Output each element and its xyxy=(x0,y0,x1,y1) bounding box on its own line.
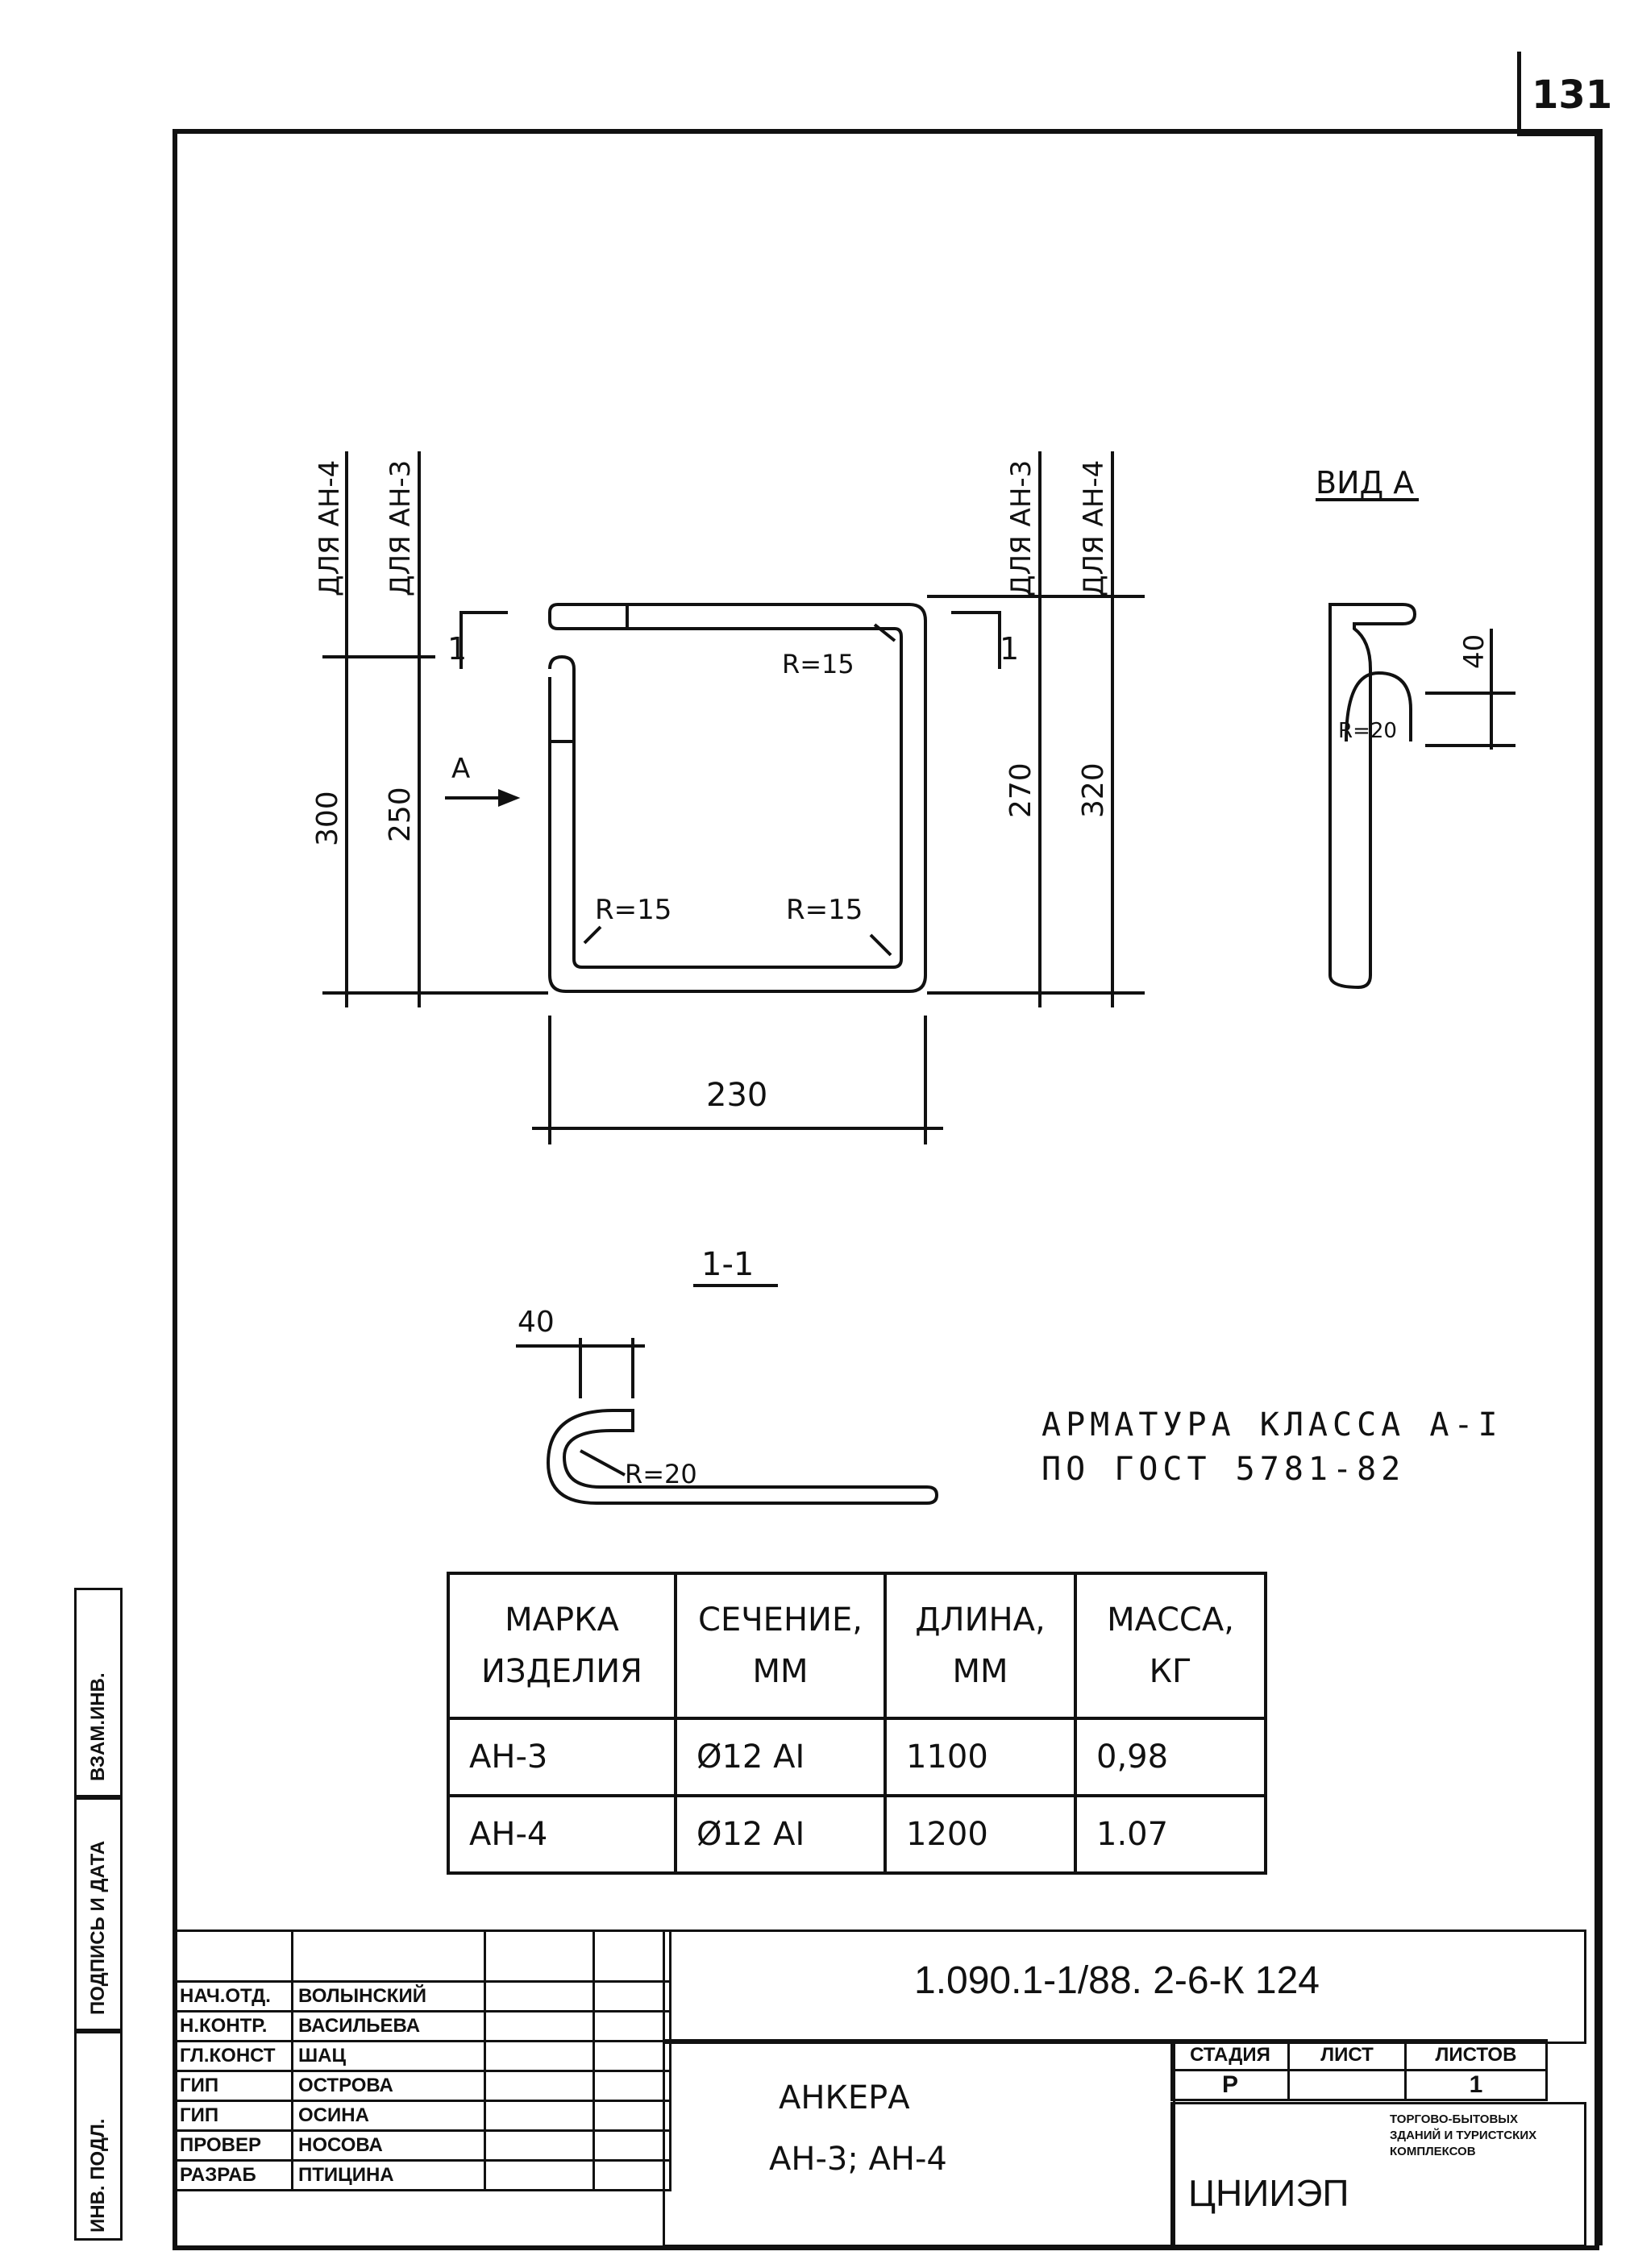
table-row: Р 1 xyxy=(1170,2069,1548,2101)
table-row xyxy=(173,1929,671,1983)
spec-cell: АН-3 xyxy=(447,1717,677,1797)
title-cell xyxy=(663,2039,1175,2247)
role-cell: РАЗРАБ xyxy=(173,2159,293,2191)
role-cell: ПРОВЕР xyxy=(173,2129,293,2162)
spec-header-length: ДЛИНА, ММ xyxy=(884,1572,1077,1720)
view-arrow-label: А xyxy=(451,753,470,785)
view-a-title: ВИД А xyxy=(1316,465,1414,501)
page-number: 131 xyxy=(1532,73,1613,118)
side-stamp: ВЗАМ.ИНВ. ПОДПИСЬ И ДАТА ИНВ. ПОДЛ. xyxy=(74,1588,173,2241)
name-cell: ОСТРОВА xyxy=(291,2070,486,2102)
sheets-value: 1 xyxy=(1404,2069,1548,2101)
dim-270: 270 xyxy=(1004,762,1037,818)
label-for-an4-right: ДЛЯ АН-4 xyxy=(1078,460,1110,596)
page-number-box xyxy=(1517,52,1602,136)
drawing-title-line2: АН-3; АН-4 xyxy=(769,2141,947,2178)
radius-label-view-a: R=20 xyxy=(1338,719,1397,743)
frame-right-edge xyxy=(1596,129,1603,2245)
sheet-header: ЛИСТ xyxy=(1287,2039,1407,2071)
section-mark-left: 1 xyxy=(447,631,467,667)
dim-320: 320 xyxy=(1077,762,1110,818)
name-cell: ВАСИЛЬЕВА xyxy=(291,2010,486,2042)
dim-40-view-a: 40 xyxy=(1458,634,1491,669)
dim-250: 250 xyxy=(384,787,417,842)
side-label-inv-no: ВЗАМ.ИНВ. xyxy=(87,1672,109,1781)
radius-label-top: R=15 xyxy=(782,649,854,679)
side-label-sign-date: ПОДПИСЬ И ДАТА xyxy=(87,1840,109,2015)
stage-header: СТАДИЯ xyxy=(1170,2039,1290,2071)
label-for-an3-left: ДЛЯ АН-3 xyxy=(385,460,417,596)
radius-label-section: R=20 xyxy=(625,1459,697,1489)
dim-300: 300 xyxy=(311,791,344,846)
stage-table: СТАДИЯ ЛИСТ ЛИСТОВ Р 1 xyxy=(1170,2039,1548,2101)
drawing-designation: 1.090.1-1/88. 2-6-К 124 xyxy=(914,1959,1320,2002)
table-row: Н.КОНТР.ВАСИЛЬЕВА xyxy=(173,2010,671,2042)
label-for-an3-right: ДЛЯ АН-3 xyxy=(1005,460,1037,596)
sheet-value xyxy=(1287,2069,1407,2101)
spec-cell: Ø12 АI xyxy=(674,1794,887,1875)
spec-header-mark: МАРКА ИЗДЕЛИЯ xyxy=(447,1572,677,1720)
label-for-an4-left: ДЛЯ АН-4 xyxy=(314,460,346,596)
name-cell: ВОЛЫНСКИЙ xyxy=(291,1980,486,2013)
side-label-inv-orig: ИНВ. ПОДЛ. xyxy=(87,2118,109,2233)
role-cell: ГЛ.КОНСТ xyxy=(173,2040,293,2072)
name-cell: ОСИНА xyxy=(291,2100,486,2132)
stage-value: Р xyxy=(1170,2069,1290,2101)
role-cell: ГИП xyxy=(173,2100,293,2132)
organization-description: ТОРГОВО-БЫТОВЫХ ЗДАНИЙ И ТУРИСТСКИХ КОМП… xyxy=(1390,2112,1537,2158)
spec-header-section: СЕЧЕНИЕ, ММ xyxy=(674,1572,887,1720)
name-cell: ШАЦ xyxy=(291,2040,486,2072)
table-row: НАЧ.ОТД.ВОЛЫНСКИЙ xyxy=(173,1980,671,2013)
table-row: АН-4 Ø12 АI 1200 1.07 xyxy=(447,1794,1267,1875)
table-row: АН-3 Ø12 АI 1100 0,98 xyxy=(447,1717,1267,1797)
section-hook xyxy=(546,1409,939,1505)
drawing-title-line1: АНКЕРА xyxy=(779,2079,910,2116)
view-a-hook xyxy=(1345,671,1412,742)
side-cell-sign-date xyxy=(74,1797,123,2031)
spec-header-row: МАРКА ИЗДЕЛИЯ СЕЧЕНИЕ, ММ ДЛИНА, ММ МАСС… xyxy=(447,1572,1267,1720)
spec-cell: Ø12 АI xyxy=(674,1717,887,1797)
organization-cell xyxy=(1170,2102,1586,2247)
side-cell-inv-orig xyxy=(74,2031,123,2241)
role-cell: Н.КОНТР. xyxy=(173,2010,293,2042)
side-cell-inv-no xyxy=(74,1588,123,1797)
title-block: НАЧ.ОТД.ВОЛЫНСКИЙ Н.КОНТР.ВАСИЛЬЕВА ГЛ.К… xyxy=(173,1929,1586,2247)
designation-cell xyxy=(663,1929,1586,2044)
table-row: СТАДИЯ ЛИСТ ЛИСТОВ xyxy=(1170,2039,1548,2071)
specification-table: МАРКА ИЗДЕЛИЯ СЕЧЕНИЕ, ММ ДЛИНА, ММ МАСС… xyxy=(447,1572,1267,1875)
section-mark-right: 1 xyxy=(1000,631,1019,667)
role-cell: ГИП xyxy=(173,2070,293,2102)
spec-cell: 1200 xyxy=(884,1794,1077,1875)
role-cell: НАЧ.ОТД. xyxy=(173,1980,293,2013)
view-a-outline xyxy=(1328,603,1417,990)
signatures-table: НАЧ.ОТД.ВОЛЫНСКИЙ Н.КОНТР.ВАСИЛЬЕВА ГЛ.К… xyxy=(173,1929,671,2191)
sheets-header: ЛИСТОВ xyxy=(1404,2039,1548,2071)
spec-cell: 1100 xyxy=(884,1717,1077,1797)
radius-label-bottom-right: R=15 xyxy=(786,894,863,926)
dim-230: 230 xyxy=(706,1077,767,1114)
spec-cell: АН-4 xyxy=(447,1794,677,1875)
organization-name: ЦНИИЭП xyxy=(1188,2172,1349,2214)
spec-cell: 0,98 xyxy=(1074,1717,1267,1797)
name-cell: НОСОВА xyxy=(291,2129,486,2162)
section-title: 1-1 xyxy=(701,1246,754,1283)
spec-header-mass: МАССА, КГ xyxy=(1074,1572,1267,1720)
dim-40-section: 40 xyxy=(518,1306,555,1339)
name-cell: ПТИЦИНА xyxy=(291,2159,486,2191)
spec-cell: 1.07 xyxy=(1074,1794,1267,1875)
radius-label-bottom-left: R=15 xyxy=(595,894,671,926)
anchor-bar-outline xyxy=(548,603,927,993)
note-line-2: ПО ГОСТ 5781-82 xyxy=(1042,1451,1406,1488)
note-line-1: АРМАТУРА КЛАССА А-I xyxy=(1042,1406,1503,1443)
